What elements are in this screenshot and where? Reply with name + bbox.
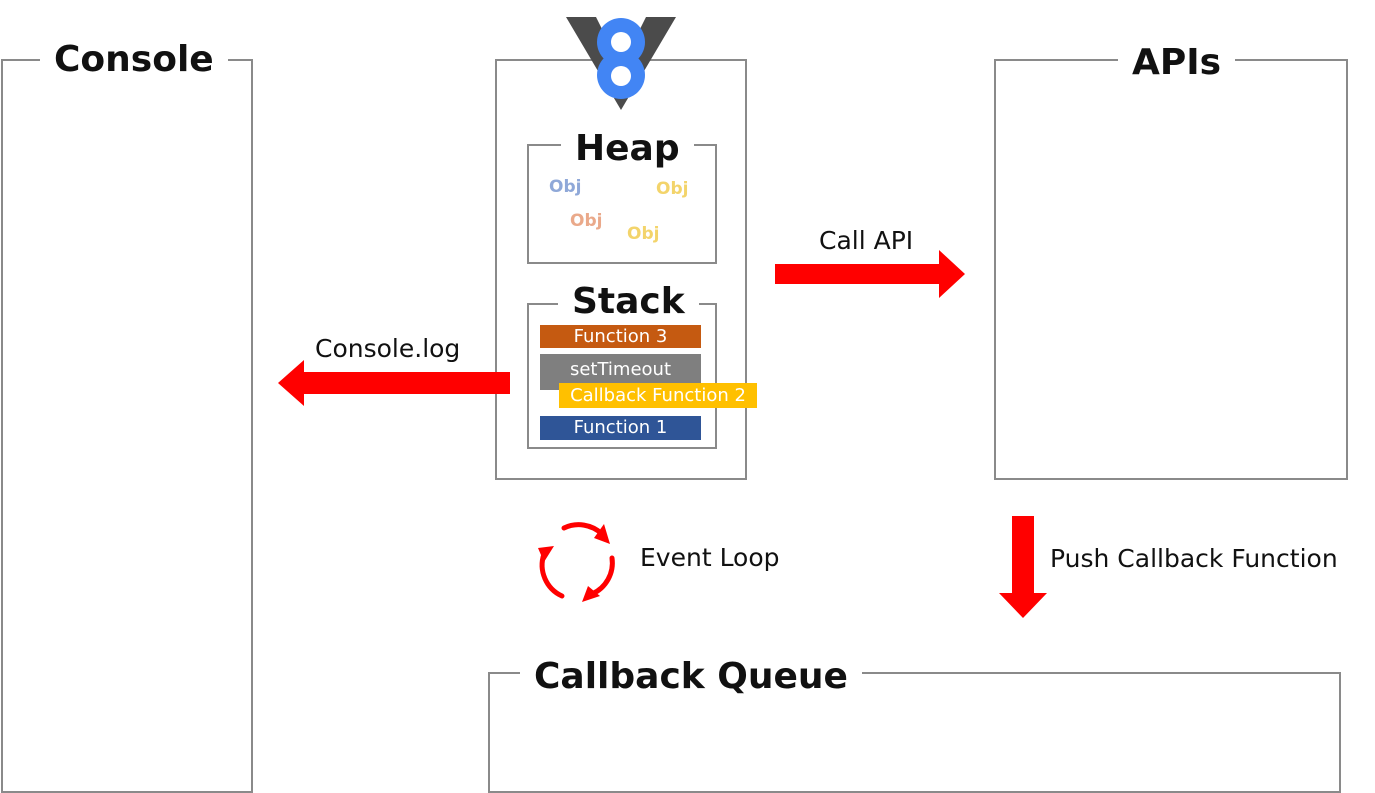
- callback-queue-title: Callback Queue: [520, 659, 862, 695]
- logo-chevron: [566, 17, 676, 110]
- console-title: Console: [40, 42, 228, 78]
- heap-object-3: Obj: [570, 211, 603, 231]
- console-panel: [1, 59, 253, 793]
- apis-title: APIs: [1118, 45, 1236, 81]
- stack-title: Stack: [558, 284, 699, 320]
- heap-object-4: Obj: [627, 224, 660, 244]
- push-callback-arrow: [999, 516, 1047, 618]
- heap-title: Heap: [561, 131, 694, 167]
- push-callback-label: Push Callback Function: [1050, 544, 1338, 573]
- heap-object-1: Obj: [549, 177, 582, 197]
- call-api-label: Call API: [819, 226, 914, 255]
- call-api-arrow: [775, 250, 965, 298]
- v8-logo-icon: [566, 17, 676, 110]
- stack-frame-function-3: Function 3: [540, 325, 701, 348]
- stack-frame-function-1: Function 1: [540, 416, 701, 440]
- callback-queue-panel: [488, 672, 1341, 793]
- stack-frame-callback-function-2: Callback Function 2: [559, 383, 757, 408]
- event-loop-label: Event Loop: [640, 543, 780, 572]
- heap-object-2: Obj: [656, 179, 689, 199]
- logo-hole-bottom: [611, 66, 631, 86]
- console-log-label: Console.log: [315, 334, 461, 363]
- logo-hole-top: [611, 32, 631, 52]
- refresh-cycle-icon: [538, 522, 615, 602]
- apis-panel: [994, 59, 1348, 480]
- console-log-arrow: [278, 360, 510, 406]
